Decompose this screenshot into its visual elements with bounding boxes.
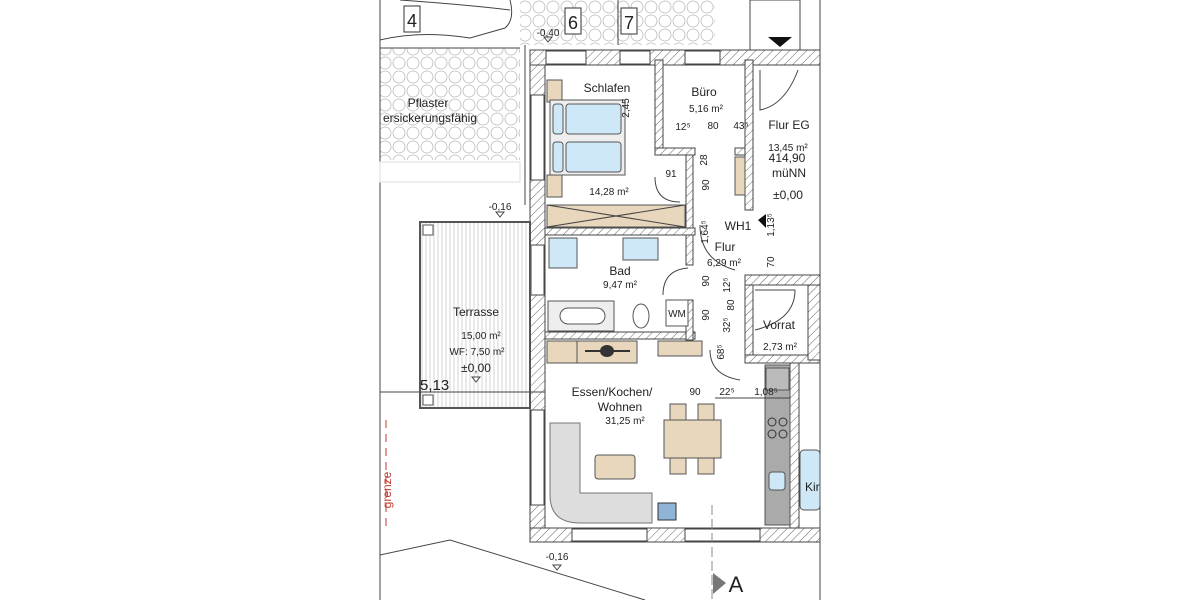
terrace-area: 15,00 m² (461, 331, 501, 342)
dim-buero-a: 12⁵ (675, 122, 690, 133)
car-icon (379, 0, 513, 41)
dim-125: 12⁵ (722, 277, 733, 292)
room-area-bad: 9,47 m² (603, 280, 638, 291)
plant-icon (657, 502, 677, 521)
toilet-icon (632, 303, 650, 329)
room-area-flur-eg: 13,45 m² (768, 143, 808, 154)
dim-70: 70 (766, 256, 777, 268)
room-name-flur: Flur (715, 240, 736, 254)
dim-schlafen-door: 91 (665, 169, 677, 180)
dim-buero-b: 80 (707, 121, 719, 132)
room-name-wohnen-2: Wohnen (598, 400, 642, 414)
room-name-vorrat: Vorrat (763, 318, 796, 332)
room-name-flur-eg: Flur EG (768, 118, 809, 132)
terrace-name: Terrasse (453, 305, 499, 319)
dining-table (663, 419, 722, 459)
dim-wohnen-90: 90 (689, 387, 701, 398)
dim-28: 28 (699, 154, 710, 166)
elevation-value: 414,90 (769, 151, 806, 165)
room-name-wohnen-1: Essen/Kochen/ (572, 385, 653, 399)
dim-90c: 90 (701, 309, 712, 321)
double-bed-icon (549, 99, 626, 176)
parking-7: 7 (624, 13, 634, 33)
shower-icon (548, 237, 578, 269)
terrace-level: ±0,00 (461, 361, 491, 375)
flur-eg-level: ±0,00 (773, 188, 803, 202)
sink-icon (622, 237, 659, 261)
terrace-top-level: -0,16 (489, 202, 512, 213)
dim-wohnen-225: 22⁵ (719, 387, 734, 398)
parking-4: 4 (407, 11, 417, 31)
sofa-icon (549, 422, 653, 524)
dim-90a: 90 (701, 179, 712, 191)
dim-buero-c: 43⁵ (733, 121, 748, 132)
paving-area (380, 48, 520, 160)
boundary-label: grenze (380, 471, 394, 508)
section-label: A (729, 572, 744, 597)
room-area-flur: 6,29 m² (707, 258, 742, 269)
dim-113: 1,13⁵ (766, 213, 777, 237)
wh1-label: WH1 (725, 219, 752, 233)
terrace-width: 5,13 (420, 377, 449, 394)
dim-164: 1,64⁵ (700, 220, 711, 244)
room-name-kind-partial: Kir (805, 480, 820, 494)
paving-label-1: Pflaster (408, 96, 449, 110)
room-name-buero: Büro (691, 85, 717, 99)
washing-machine-label: WM (668, 309, 686, 320)
dim-wohnen-108: 1,08⁵ (754, 387, 778, 398)
room-name-schlafen: Schlafen (584, 81, 631, 95)
dim-325: 32⁵ (722, 317, 733, 332)
dim-685: 68⁵ (716, 344, 727, 359)
room-area-schlafen: 14,28 m² (589, 187, 629, 198)
wh1-marker-icon (758, 214, 766, 228)
bottom-level: -0,16 (546, 552, 569, 563)
paving-label-2: ersickerungsfähig (383, 111, 477, 125)
entrance-arrow-icon (768, 37, 792, 47)
section-marker-icon (713, 573, 726, 594)
room-area-wohnen: 31,25 m² (605, 416, 645, 427)
dim-80: 80 (726, 299, 737, 311)
parking-6: 6 (568, 13, 578, 33)
room-name-bad: Bad (609, 264, 630, 278)
dim-90b: 90 (701, 275, 712, 287)
dim-bed: 2,45 (621, 98, 632, 118)
coffee-table (594, 454, 636, 480)
room-area-vorrat: 2,73 m² (763, 342, 798, 353)
parking-level: -0,40 (537, 28, 560, 39)
kitchen-counter (764, 364, 791, 526)
elevation-unit: müNN (772, 166, 806, 180)
terrace-wf: WF: 7,50 m² (449, 347, 505, 358)
room-area-buero: 5,16 m² (689, 104, 724, 115)
